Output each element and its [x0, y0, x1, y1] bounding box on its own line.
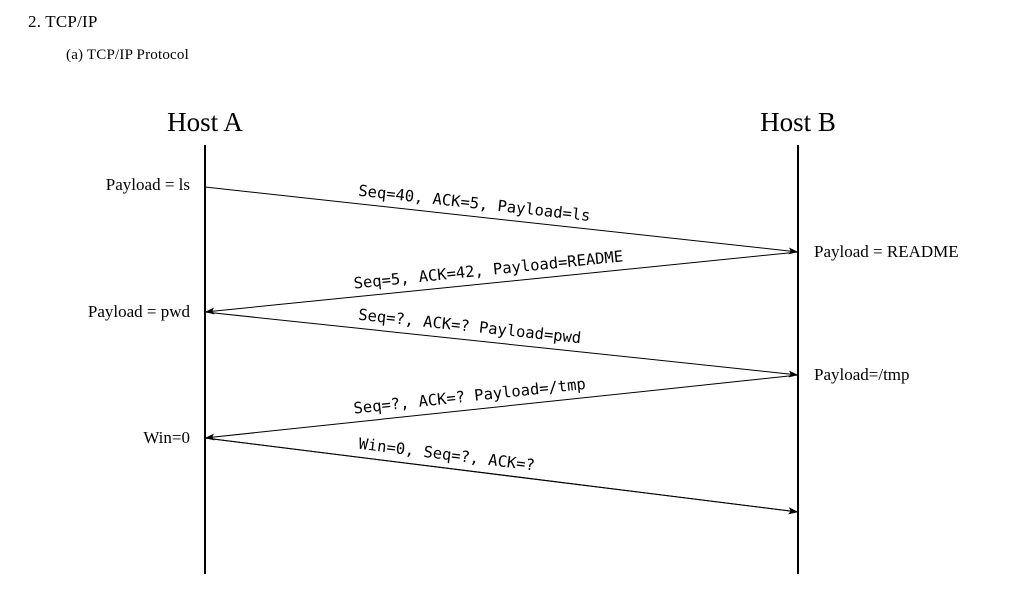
message-arrow-msg-2 [204, 251, 799, 315]
message-arrow-msg-3 [204, 311, 799, 378]
section-heading-subtitle: (a) TCP/IP Protocol [66, 47, 189, 63]
endpoint-label-ep-4: Payload=/tmp [814, 365, 910, 384]
message-arrow-msg-1 [204, 186, 799, 255]
endpoint-label-ep-2: Payload = README [814, 242, 959, 261]
message-arrow-msg-4 [204, 374, 799, 441]
lifelines-group [204, 145, 799, 574]
endpoint-label-ep-5: Win=0 [143, 428, 190, 447]
endpoint-label-ep-3: Payload = pwd [87, 302, 190, 321]
section-heading-number: 2. TCP/IP [28, 12, 98, 31]
host-b-title: Host B [760, 107, 836, 137]
host-a-title: Host A [167, 107, 243, 137]
endpoint-label-ep-1: Payload = ls [105, 175, 190, 194]
message-arrows-group [204, 186, 799, 515]
message-arrow-msg-6 [204, 437, 799, 515]
